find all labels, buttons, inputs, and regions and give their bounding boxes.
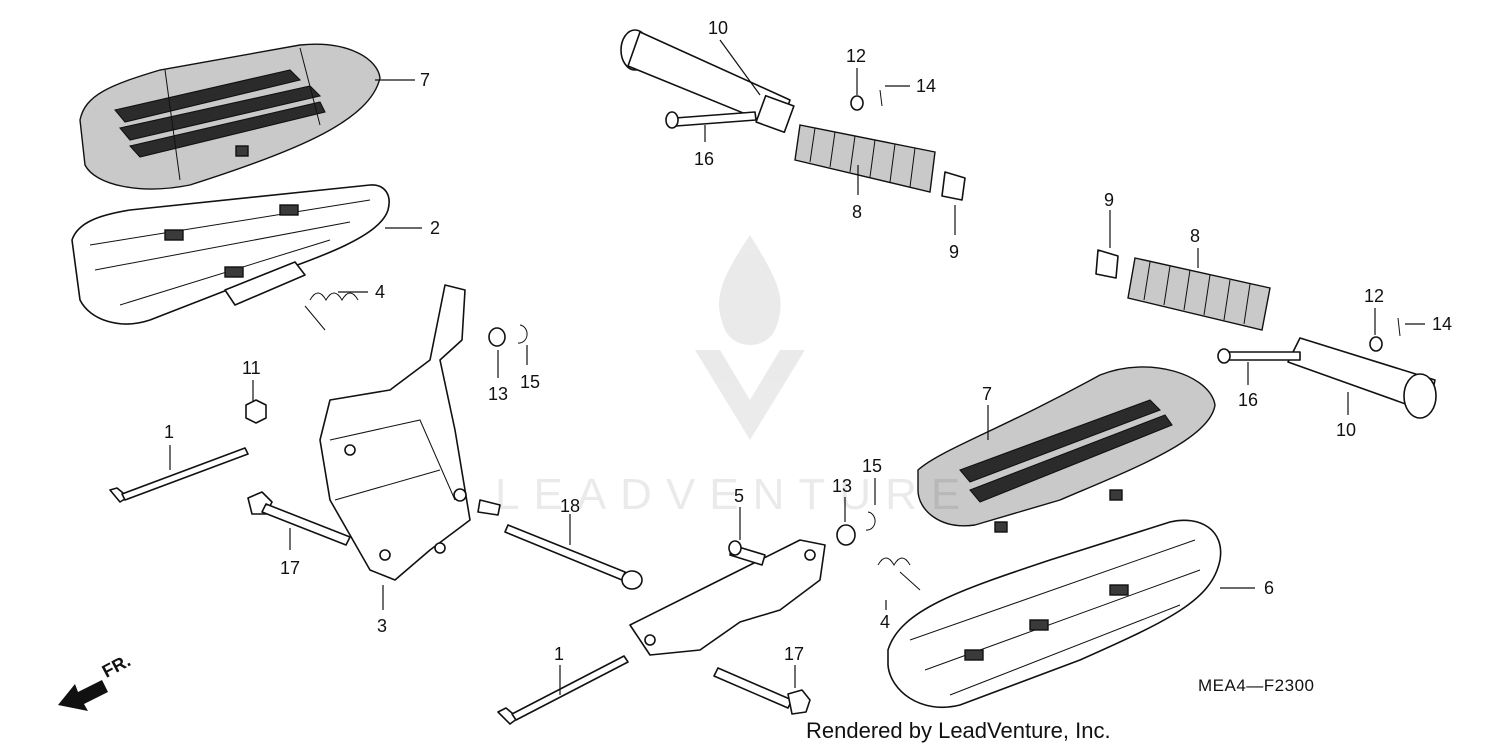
callout-9: 9 (949, 242, 959, 262)
bolt-17-left (247, 491, 351, 546)
callout-4: 4 (375, 282, 385, 302)
callout-10: 10 (1336, 420, 1356, 440)
callout-15: 15 (520, 372, 540, 392)
callout-14: 14 (1432, 314, 1452, 334)
callout-17: 17 (784, 644, 804, 664)
footpeg-top (620, 29, 966, 201)
bracket-left (319, 284, 501, 581)
callout-15: 15 (862, 456, 882, 476)
front-arrow-icon (58, 680, 108, 711)
callout-6: 6 (1264, 578, 1274, 598)
callout-7: 7 (420, 70, 430, 90)
callout-3: 3 (377, 616, 387, 636)
footboard-pad-right (917, 366, 1216, 533)
callout-1: 1 (164, 422, 174, 442)
callout-11: 11 (242, 358, 261, 378)
callout-2: 2 (430, 218, 440, 238)
leader-lines (169, 39, 1425, 695)
clip (517, 324, 528, 344)
spring-right (877, 557, 911, 567)
spring-left (304, 292, 359, 331)
callout-12: 12 (846, 46, 866, 66)
callout-1: 1 (554, 644, 564, 664)
callout-13: 13 (832, 476, 852, 496)
callout-4: 4 (880, 612, 890, 632)
nut (245, 399, 267, 424)
callout-14: 14 (916, 76, 936, 96)
footboard-base-right (887, 519, 1222, 708)
callout-7: 7 (982, 384, 992, 404)
watermark-logo (695, 235, 805, 440)
bracket-right (629, 539, 826, 656)
callout-10: 10 (708, 18, 728, 38)
footboard-pad-left (79, 43, 381, 190)
callout-18: 18 (560, 496, 580, 516)
bolt-bottom (497, 655, 629, 725)
bolt-17-right (713, 667, 811, 715)
washer (488, 327, 506, 347)
diagram-code: MEA4—F2300 (1198, 676, 1315, 695)
callout-8: 8 (852, 202, 862, 222)
bolt-18 (504, 524, 643, 590)
callout-13: 13 (488, 384, 508, 404)
footboard-base-left (71, 184, 390, 325)
bolt-left (109, 447, 249, 503)
callout-5: 5 (734, 486, 744, 506)
footpeg-right (1095, 249, 1437, 419)
callout-9: 9 (1104, 190, 1114, 210)
callout-8: 8 (1190, 226, 1200, 246)
watermark-text: LEADVENTURE (495, 470, 975, 519)
callout-16: 16 (694, 149, 714, 169)
callout-12: 12 (1364, 286, 1384, 306)
callout-16: 16 (1238, 390, 1258, 410)
render-credit: Rendered by LeadVenture, Inc. (806, 718, 1111, 743)
callout-17: 17 (280, 558, 300, 578)
washer-right (836, 524, 856, 546)
clip-right (865, 511, 876, 531)
callouts: 7 2 4 11 1 17 3 13 15 18 10 12 14 16 8 9… (164, 18, 1452, 664)
